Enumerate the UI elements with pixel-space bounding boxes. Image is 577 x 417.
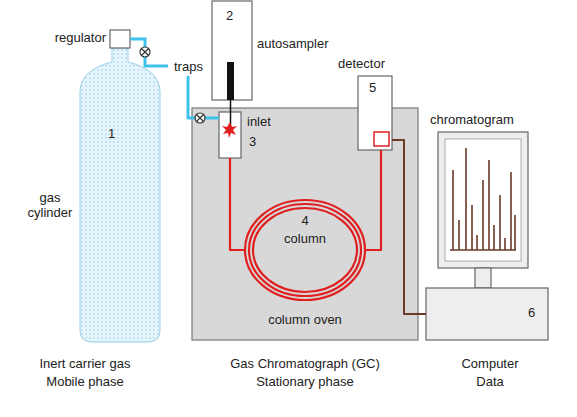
caption-label: Stationary phase (215, 374, 395, 389)
syringe (227, 62, 234, 100)
node-label: chromatogram (430, 112, 514, 127)
regulator (110, 30, 130, 48)
pipe-line (230, 158, 245, 250)
column-coil (245, 200, 365, 300)
monitor (438, 132, 528, 268)
node-label: traps (174, 59, 203, 74)
detector-body (358, 76, 392, 150)
node-label: 4 (285, 213, 325, 228)
gc-oven-box: column oveninlet34column5detector (192, 108, 418, 340)
node-label: 6 (528, 305, 535, 320)
column-coil-node: 4 column (245, 200, 365, 300)
pipe-line (392, 140, 426, 314)
traps-box: traps (168, 56, 208, 76)
node-label: column (275, 231, 335, 246)
caption-label: regulator (40, 30, 106, 45)
monitor-node: chromatogram (438, 132, 528, 268)
caption-label: Inert carrier gas (15, 356, 155, 371)
pipe-connector (188, 76, 219, 118)
caption-label: Gas Chromatograph (GC) (215, 356, 395, 371)
computer-node: 6 (426, 288, 548, 340)
pipe-connector (230, 158, 245, 250)
node-label: autosampler (257, 36, 329, 51)
node-label: 1 (108, 126, 115, 141)
node-label: detector (338, 56, 385, 71)
caption-label: Data (430, 374, 550, 389)
pipe-line (160, 65, 168, 68)
autosampler-housing (212, 1, 252, 100)
detector-cell (374, 132, 389, 146)
valve (140, 47, 150, 57)
pipe-connector (365, 150, 381, 250)
node-label: 2 (226, 8, 233, 23)
autosampler-box: 2autosampler (212, 1, 252, 100)
node-label: 3 (249, 134, 256, 149)
node-label: column oven (255, 312, 355, 327)
inlet-box: inlet3 (219, 112, 241, 158)
gc-oven (192, 108, 418, 340)
injection-flash (222, 122, 237, 138)
node-label: inlet (247, 114, 271, 129)
gas-cylinder (80, 48, 160, 342)
gas-pipe (130, 39, 160, 66)
monitor-screen (445, 139, 521, 261)
node-label: gas cylinder (22, 190, 78, 220)
node-label: 5 (369, 80, 376, 95)
valve (195, 113, 205, 123)
monitor-stand (475, 268, 491, 288)
caption-label: Computer (430, 356, 550, 371)
computer-box (426, 288, 548, 340)
pipe-line (365, 150, 381, 250)
caption-label: Mobile phase (15, 374, 155, 389)
detector-box: 5detector (358, 76, 392, 150)
pipe-line (188, 76, 219, 118)
gas-cylinder-node: 1 gas cylinder (20, 28, 160, 345)
chromatogram-peaks (450, 148, 516, 250)
pipe-connector (160, 66, 168, 67)
pipe-connector (392, 140, 426, 314)
